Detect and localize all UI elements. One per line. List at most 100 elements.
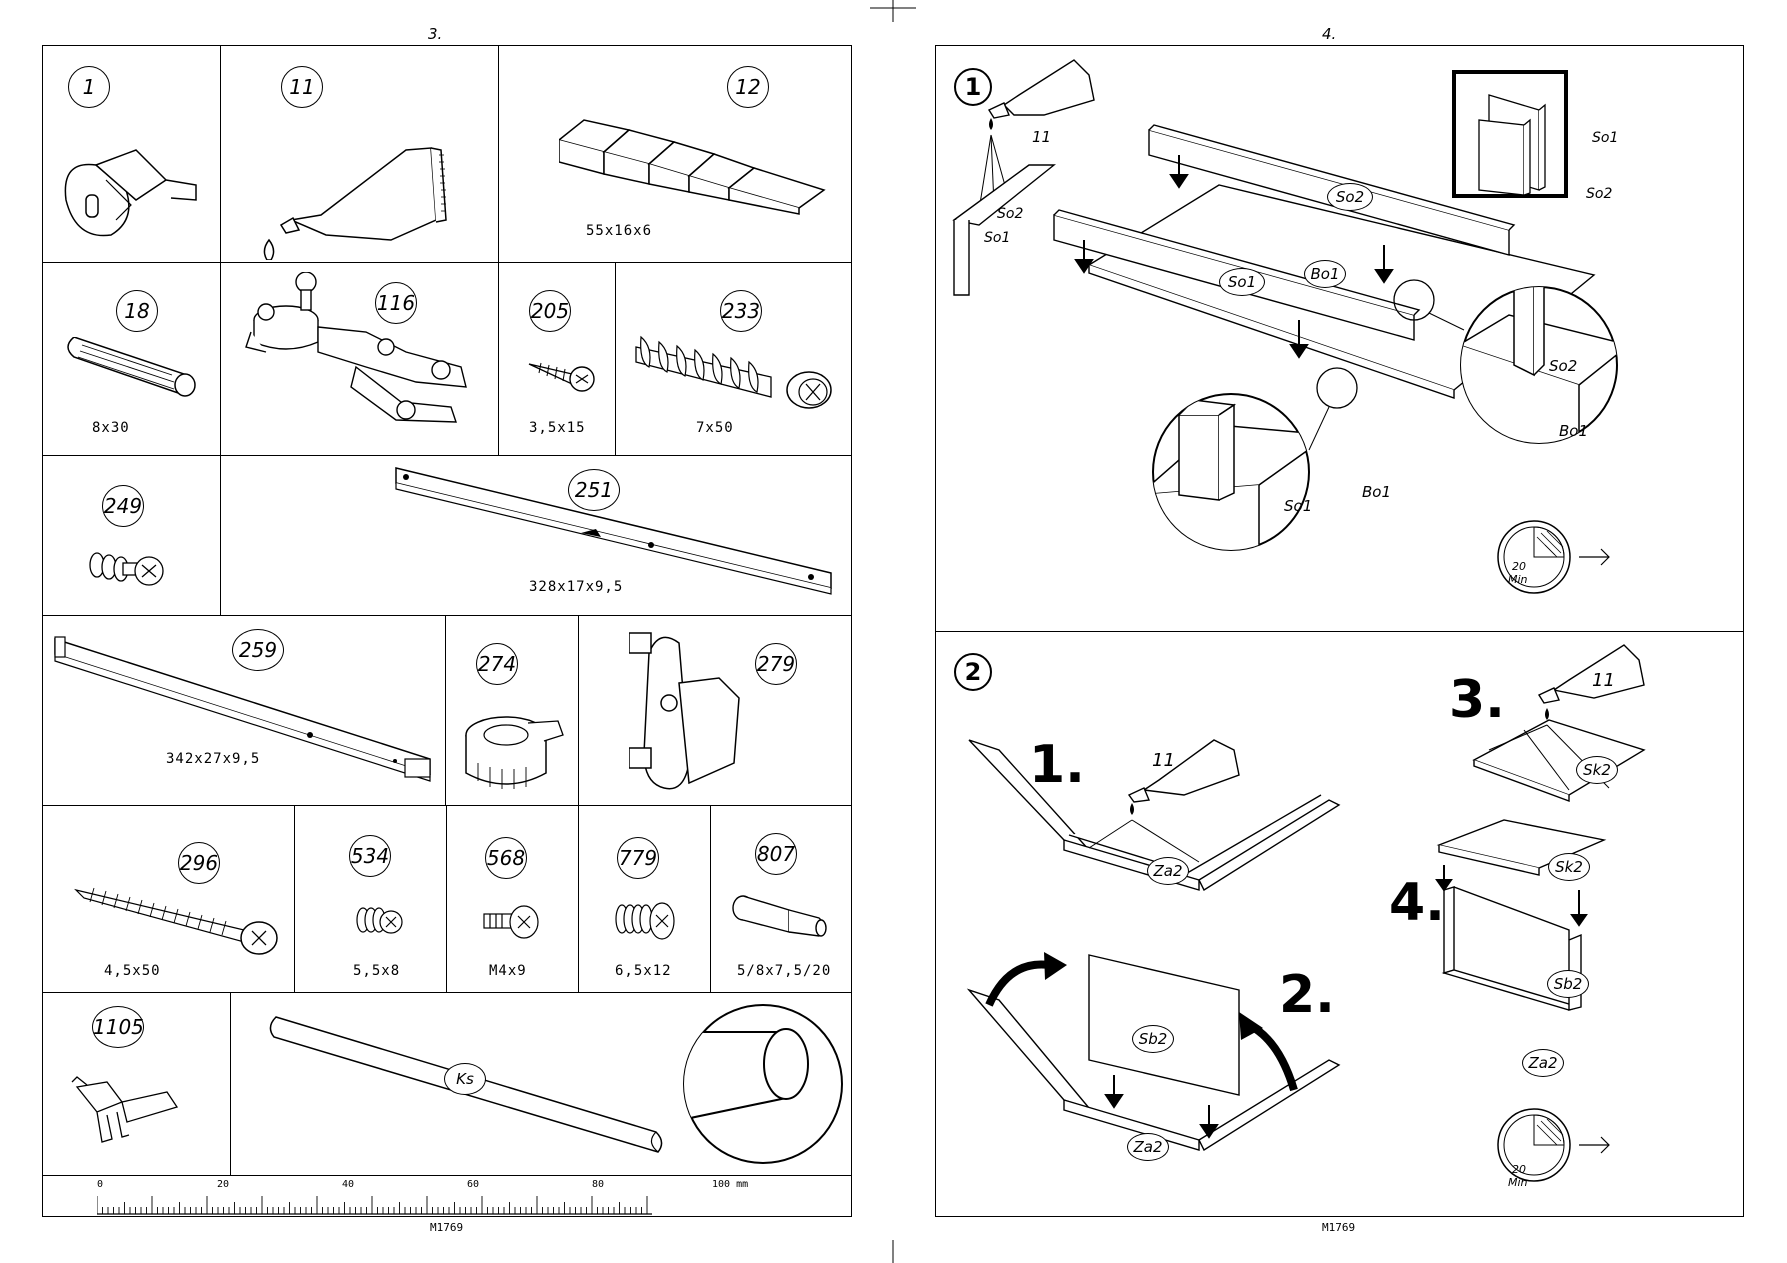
footer-code: M1769 bbox=[430, 1221, 464, 1234]
part-dimension: 8x30 bbox=[92, 420, 130, 436]
shelf-clip-icon bbox=[71, 1076, 179, 1143]
sk2-label: Sk2 bbox=[1548, 853, 1590, 881]
screw-icon bbox=[615, 902, 675, 940]
timer-value: 20 bbox=[1512, 560, 1526, 573]
timer-value: 20 bbox=[1512, 1163, 1526, 1176]
part-dimension: 4,5x50 bbox=[104, 963, 161, 979]
part-number: 249 bbox=[102, 485, 144, 527]
part-cell-251: 251 328x17x9,5 bbox=[221, 455, 852, 616]
za2-label: Za2 bbox=[1522, 1049, 1564, 1077]
substep-number: 1. bbox=[1029, 735, 1085, 795]
glue-label: 11 bbox=[1032, 128, 1052, 146]
part-cell-1105: 1105 bbox=[42, 992, 231, 1176]
sb2-label: Sb2 bbox=[1132, 1025, 1174, 1053]
parts-table bbox=[42, 45, 852, 1217]
za2-label: Za2 bbox=[1127, 1133, 1169, 1161]
part-cell-279: 279 bbox=[579, 615, 852, 806]
part-cell-12: 12 55x16x6 bbox=[499, 45, 852, 263]
footer-code: M1769 bbox=[1322, 1221, 1356, 1234]
ruler-cell: 0 20 40 60 80 100 mm bbox=[42, 1175, 852, 1217]
so2-label: So2 bbox=[997, 206, 1024, 222]
part-number: 296 bbox=[178, 842, 220, 884]
glue-tube-icon bbox=[263, 147, 447, 260]
part-cell-249: 249 bbox=[42, 455, 221, 616]
so1-label: So1 bbox=[984, 230, 1011, 246]
drawer-runner-icon bbox=[395, 467, 832, 595]
part-number: 1105 bbox=[92, 1006, 144, 1048]
part-number: 205 bbox=[529, 290, 571, 332]
step1-panel bbox=[935, 45, 1744, 632]
part-dimension: 5/8x7,5/20 bbox=[737, 963, 832, 979]
part-cell-296: 296 4,5x50 bbox=[42, 805, 295, 993]
step2-assembly-drawing bbox=[966, 644, 1646, 1182]
step-number: 1 bbox=[954, 68, 992, 106]
hinge-plate-icon bbox=[629, 632, 740, 790]
detail-so1-label: So1 bbox=[1284, 497, 1313, 515]
part-number: 11 bbox=[281, 66, 323, 108]
substep-number: 2. bbox=[1279, 965, 1335, 1025]
cam-lock-icon bbox=[465, 716, 564, 789]
detail-bo1-label: Bo1 bbox=[1559, 422, 1589, 440]
part-cell-807: 807 5/8x7,5/20 bbox=[711, 805, 852, 993]
ruler-label: 40 bbox=[342, 1179, 355, 1190]
inset-so1-label: So1 bbox=[1592, 130, 1619, 146]
substep-number: 3. bbox=[1449, 670, 1505, 730]
drawer-runner-icon bbox=[54, 636, 431, 782]
part-cell-116: 116 bbox=[221, 262, 499, 456]
right-page: 4. 1 bbox=[894, 0, 1787, 1263]
ruler bbox=[97, 1196, 652, 1215]
cam-connector-icon bbox=[64, 149, 197, 237]
part-cell-259: 259 342x27x9,5 bbox=[42, 615, 446, 806]
ks-label: Ks bbox=[444, 1063, 486, 1095]
part-cell-233: 233 7x50 bbox=[616, 262, 852, 456]
wedge-shims-icon bbox=[559, 119, 826, 215]
dowel-icon bbox=[67, 337, 196, 397]
part-cell-779: 779 6,5x12 bbox=[579, 805, 711, 993]
glue-label: 11 bbox=[1592, 670, 1615, 691]
part-number: 534 bbox=[349, 835, 391, 877]
part-number: 18 bbox=[116, 290, 158, 332]
part-dimension: 55x16x6 bbox=[586, 223, 653, 239]
part-dimension: 328x17x9,5 bbox=[529, 579, 624, 595]
part-cell-ks: Ks bbox=[231, 992, 852, 1176]
timer-unit: Min bbox=[1508, 1176, 1528, 1189]
part-number: 779 bbox=[617, 837, 659, 879]
screw-icon bbox=[528, 362, 595, 392]
step2-panel bbox=[935, 631, 1744, 1217]
ruler-label: 60 bbox=[467, 1179, 480, 1190]
part-cell-274: 274 bbox=[446, 615, 579, 806]
part-dimension: M4x9 bbox=[489, 963, 527, 979]
shelf-support-pin-icon bbox=[732, 895, 827, 937]
part-dimension: 5,5x8 bbox=[353, 963, 401, 979]
part-number: 251 bbox=[568, 469, 620, 511]
part-cell-534: 534 5,5x8 bbox=[295, 805, 447, 993]
part-dimension: 3,5x15 bbox=[529, 420, 586, 436]
page-number: 3. bbox=[428, 25, 443, 43]
screw-icon bbox=[356, 907, 403, 934]
detail-bo1-label: Bo1 bbox=[1362, 483, 1392, 501]
page-number: 4. bbox=[1322, 25, 1337, 43]
euro-screw-icon bbox=[635, 335, 832, 409]
part-number: 12 bbox=[727, 66, 769, 108]
bo1-label: Bo1 bbox=[1304, 260, 1346, 288]
part-cell-18: 18 8x30 bbox=[42, 262, 221, 456]
inset-so2-label: So2 bbox=[1586, 186, 1613, 202]
sk2-label: Sk2 bbox=[1576, 756, 1618, 784]
shelf-pin-icon bbox=[89, 552, 164, 586]
part-cell-1: 1 bbox=[42, 45, 221, 263]
step1-assembly-drawing bbox=[952, 59, 1618, 594]
ruler-label: 0 bbox=[97, 1179, 104, 1190]
screw-icon bbox=[483, 905, 539, 939]
part-cell-11: 11 bbox=[221, 45, 499, 263]
part-number: 259 bbox=[232, 629, 284, 671]
part-cell-205: 205 3,5x15 bbox=[499, 262, 616, 456]
timer-unit: Min bbox=[1508, 573, 1528, 586]
ruler-label: 80 bbox=[592, 1179, 605, 1190]
part-dimension: 6,5x12 bbox=[615, 963, 672, 979]
ruler-label: 100 mm bbox=[712, 1179, 749, 1190]
substep-number: 4. bbox=[1389, 873, 1445, 933]
glue-label: 11 bbox=[1152, 750, 1175, 771]
part-number: 233 bbox=[720, 290, 762, 332]
part-dimension: 342x27x9,5 bbox=[166, 751, 261, 767]
